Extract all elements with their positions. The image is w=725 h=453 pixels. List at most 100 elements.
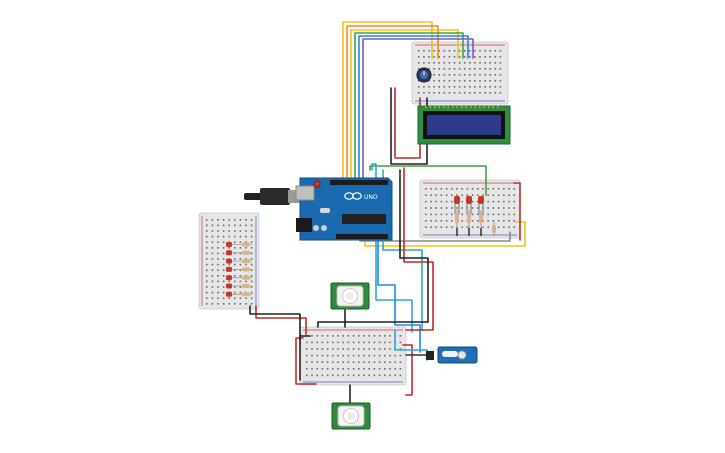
breadboard-hole <box>384 361 386 363</box>
breadboard-hole <box>228 297 230 299</box>
breadboard-hole <box>217 235 219 238</box>
breadboard-hole <box>217 219 219 221</box>
resistor-left[interactable] <box>242 292 250 297</box>
breadboard-middle-right[interactable] <box>419 179 521 239</box>
led-red-left[interactable] <box>226 291 232 297</box>
led-red-left[interactable] <box>226 275 232 281</box>
resistor-2[interactable] <box>467 210 471 228</box>
breadboard-hole <box>430 226 432 228</box>
breadboard-hole <box>326 348 329 350</box>
arduino-uno-board[interactable]: UNO <box>244 177 393 241</box>
breadboard-hole <box>453 68 456 70</box>
lcd-display[interactable] <box>417 105 511 145</box>
breadboard-hole <box>461 194 463 196</box>
breadboard-hole <box>469 62 471 64</box>
potentiometer-icon[interactable] <box>416 67 432 83</box>
breadboard-hole <box>513 200 515 203</box>
breadboard-hole <box>471 226 474 228</box>
wire-red-bottom-right[interactable] <box>402 344 413 396</box>
breadboard-hole <box>484 56 486 58</box>
breadboard-hole <box>487 200 489 203</box>
resistor-1[interactable] <box>455 210 459 228</box>
wire-green-lcd[interactable] <box>354 32 464 179</box>
led-red-2[interactable] <box>466 196 472 214</box>
breadboard-top-right[interactable] <box>411 41 509 105</box>
breadboard-hole <box>474 56 476 58</box>
wire-red-mid[interactable] <box>513 182 521 241</box>
breadboard-hole <box>316 335 318 337</box>
breadboard-hole <box>306 361 308 363</box>
breadboard-hole <box>217 303 219 305</box>
breadboard-hole <box>347 341 350 344</box>
breadboard-hole <box>458 50 461 52</box>
resistor-left[interactable] <box>242 267 250 272</box>
breadboard-hole <box>342 374 344 377</box>
resistor-4[interactable] <box>492 222 496 236</box>
wire-black-gnd-bottom[interactable] <box>317 169 429 328</box>
led-red-1[interactable] <box>454 196 460 214</box>
servo-motor[interactable] <box>405 346 478 364</box>
breadboard-hole <box>206 219 208 221</box>
breadboard-hole <box>399 341 402 344</box>
capacitor-1 <box>313 225 319 231</box>
breadboard-hole <box>463 68 466 70</box>
breadboard-hole <box>363 354 365 357</box>
breadboard-hole <box>211 252 214 255</box>
wire-black-left[interactable] <box>249 305 301 341</box>
breadboard-hole <box>423 92 425 94</box>
wire-blue-lcd[interactable] <box>358 35 469 179</box>
breadboard-hole <box>448 80 451 82</box>
breadboard-hole <box>239 291 242 294</box>
wire-yellow-lcd-2[interactable] <box>350 29 459 179</box>
breadboard-hole <box>234 219 236 221</box>
breadboard-hole <box>492 207 495 209</box>
breadboard-hole <box>368 374 370 377</box>
led-red-left[interactable] <box>226 242 232 247</box>
breadboard-hole <box>239 247 242 249</box>
breadboard-hole <box>499 68 502 70</box>
resistor-left[interactable] <box>242 275 250 280</box>
breadboard-hole <box>239 230 242 232</box>
wire-green-led[interactable] <box>369 165 487 196</box>
breadboard-hole <box>499 56 502 58</box>
resistor-left[interactable] <box>242 259 250 264</box>
breadboard-bottom[interactable] <box>299 326 407 386</box>
resistor-left[interactable] <box>242 284 250 288</box>
led-red-left[interactable] <box>226 283 232 289</box>
servo-connector <box>426 351 434 360</box>
led-red-left[interactable] <box>226 258 232 264</box>
led-red-left[interactable] <box>226 250 232 256</box>
breadboard-hole <box>423 56 425 58</box>
wire-purple-lcd[interactable] <box>362 38 474 179</box>
breadboard-hole <box>418 86 420 88</box>
header-bottom <box>336 234 388 239</box>
wire-red-left[interactable] <box>255 305 307 335</box>
breadboard-hole <box>239 303 242 305</box>
breadboard-hole <box>482 226 484 228</box>
pir-sensor-bottom[interactable] <box>331 402 371 430</box>
breadboard-hole <box>484 86 486 88</box>
breadboard-hole <box>418 62 420 64</box>
wire-orange-lcd[interactable] <box>346 25 439 179</box>
reset-button-icon[interactable] <box>313 180 321 188</box>
led-red-3[interactable] <box>478 196 484 214</box>
breadboard-hole <box>394 354 396 357</box>
resistor-left[interactable] <box>242 250 250 255</box>
resistor-left[interactable] <box>242 242 250 247</box>
wire-black-bottom-loop[interactable] <box>299 335 311 381</box>
breadboard-hole <box>306 348 308 350</box>
wire-yellow-lcd[interactable] <box>342 21 433 179</box>
led-red-left[interactable] <box>226 266 232 272</box>
breadboard-hole <box>451 213 453 216</box>
breadboard-hole <box>487 188 489 190</box>
breadboard-hole <box>443 68 446 70</box>
resistor-3[interactable] <box>479 210 483 228</box>
wire-red-power-bottom[interactable] <box>403 167 434 331</box>
breadboard-hole <box>222 219 225 221</box>
breadboard-hole <box>445 226 448 228</box>
breadboard-hole <box>492 188 495 190</box>
breadboard-hole <box>453 62 456 64</box>
breadboard-hole <box>250 275 253 277</box>
breadboard-hole <box>445 207 448 209</box>
pir-sensor-top[interactable] <box>330 282 370 310</box>
